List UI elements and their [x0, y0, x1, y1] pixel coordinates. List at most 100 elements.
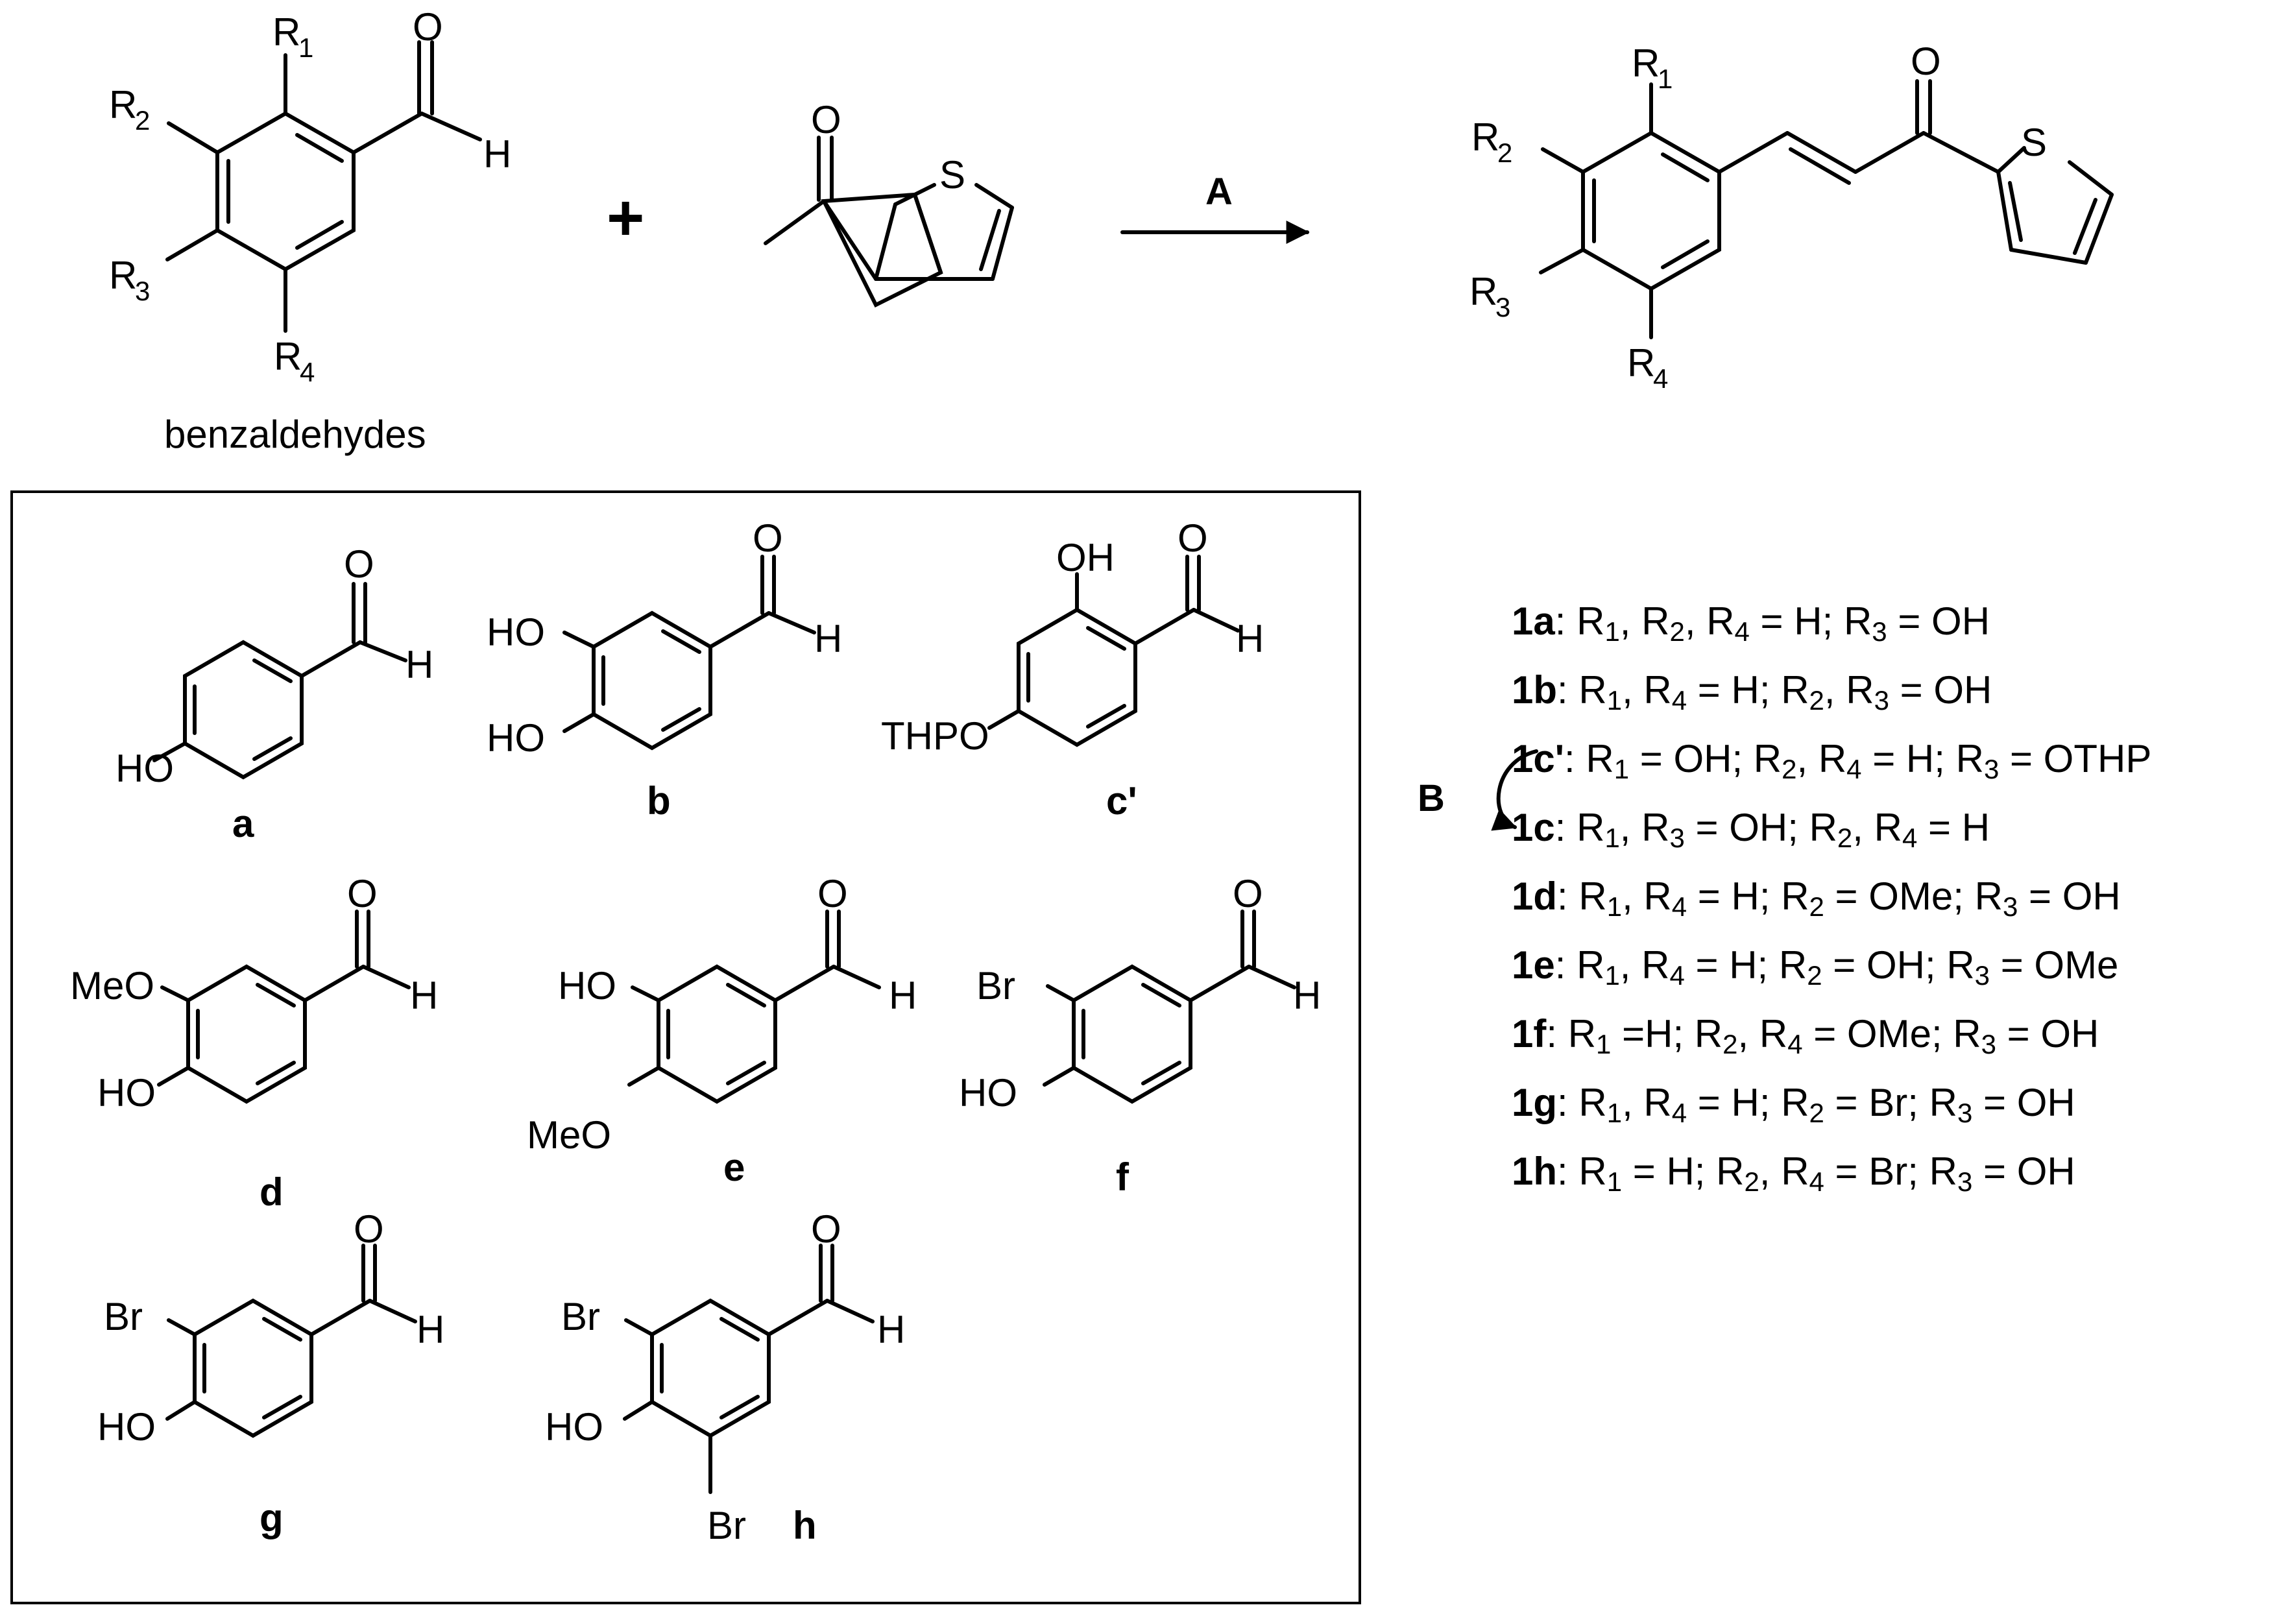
svg-text:R: R	[109, 254, 137, 297]
compound-row: 1c: R1, R3 = OH; R2, R4 = H	[1512, 793, 2151, 862]
aldehyde-f-label: f	[1116, 1155, 1130, 1199]
compound-id: 1a	[1512, 599, 1555, 643]
svg-text:R: R	[1632, 42, 1660, 85]
aldehyde-f-hydrogen: H	[1293, 974, 1321, 1017]
condition-a-label: A	[1205, 171, 1233, 213]
aldehyde-d-label: d	[260, 1170, 284, 1214]
aldehyde-e-hydrogen: H	[889, 974, 917, 1017]
compound-row: 1c': R1 = OH; R2, R4 = H; R3 = OTHP	[1512, 725, 2151, 793]
svg-text:3: 3	[135, 276, 150, 306]
aldehyde-f: O H Br HO f	[959, 872, 1321, 1199]
svg-text:R: R	[272, 10, 300, 54]
compound-row: 1h: R1 = H; R2, R4 = Br; R3 = OH	[1512, 1137, 2151, 1206]
benzaldehydes-caption: benzaldehydes	[164, 413, 426, 456]
aldehyde-d-hydrogen: H	[410, 974, 438, 1017]
svg-text:R: R	[1627, 341, 1655, 385]
deprotection-b-label: B	[1418, 777, 1445, 819]
benzaldehyde-structure: O H R1 R2 R3 R4 benzaldehydes	[109, 5, 511, 456]
aldehyde-h-group-1: Br	[561, 1295, 600, 1338]
aldehyde-b-hydrogen: H	[814, 617, 842, 660]
compound-row: 1f: R1 =H; R2, R4 = OMe; R3 = OH	[1512, 1000, 2151, 1068]
aldehyde-g-oxygen: O	[354, 1207, 384, 1251]
compound-row: 1d: R1, R4 = H; R2 = OMe; R3 = OH	[1512, 862, 2151, 931]
svg-text:R: R	[1469, 270, 1497, 313]
acetylthiophene-structure: O S	[764, 98, 1014, 308]
compound-row: 1g: R1, R4 = H; R2 = Br; R3 = OH	[1512, 1068, 2151, 1137]
compound-substitution: : R1 =H; R2, R4 = OMe; R3 = OH	[1546, 1012, 2099, 1059]
compound-id: 1c'	[1512, 737, 1565, 780]
svg-text:R: R	[109, 83, 137, 127]
product-carbonyl-oxygen: O	[1911, 40, 1941, 83]
product-substituent-r1: R1	[1632, 42, 1673, 94]
aldehyde-h-label: h	[793, 1504, 817, 1547]
aldehyde-b-group-2: HO	[487, 716, 545, 760]
compound-id: 1g	[1512, 1081, 1558, 1124]
compound-id: 1c	[1512, 806, 1555, 849]
aldehyde-d-group-2: HO	[97, 1071, 156, 1115]
compound-id: 1f	[1512, 1012, 1547, 1055]
thiophene-sulfur: S	[939, 153, 965, 197]
aldehyde-b: O H HO HO b	[487, 516, 842, 823]
svg-text:3: 3	[1495, 292, 1510, 322]
product-thiophene-sulfur: S	[2021, 121, 2047, 164]
compound-row: 1a: R1, R2, R4 = H; R3 = OH	[1512, 587, 2151, 656]
aldehyde-g-group-2: HO	[97, 1405, 156, 1449]
svg-text:1: 1	[1658, 64, 1673, 94]
aldehyde-a-hydrogen: H	[405, 643, 433, 686]
aldehyde-e-group-2: MeO	[527, 1113, 611, 1157]
aldehyde-c-prime-hydrogen: H	[1236, 617, 1264, 660]
product-substituent-r3: R3	[1469, 270, 1510, 322]
svg-text:4: 4	[1653, 363, 1668, 394]
compound-substitution: : R1, R4 = H; R2 = OMe; R3 = OH	[1557, 874, 2121, 922]
aldehyde-hydrogen: H	[483, 132, 511, 176]
chalcone-product-structure: O S R1 R2 R3 R4	[1469, 40, 2114, 394]
svg-text:2: 2	[1497, 138, 1512, 168]
aldehyde-f-group-1: Br	[976, 964, 1015, 1007]
aldehyde-h-hydrogen: H	[877, 1308, 905, 1351]
compound-id: 1b	[1512, 668, 1558, 712]
aldehyde-h-group-3: Br	[707, 1504, 746, 1547]
plus-sign: +	[607, 182, 644, 254]
aldehyde-h-group-2: HO	[545, 1405, 603, 1449]
svg-text:R: R	[274, 335, 302, 378]
aldehyde-e-oxygen: O	[817, 872, 848, 915]
svg-text:4: 4	[300, 357, 315, 387]
compound-id: 1e	[1512, 943, 1555, 987]
aldehyde-a-group-1: HO	[115, 747, 174, 790]
compound-substitution: : R1 = OH; R2, R4 = H; R3 = OTHP	[1564, 737, 2152, 784]
aldehyde-b-oxygen: O	[753, 516, 783, 560]
compound-substitution: : R1 = H; R2, R4 = Br; R3 = OH	[1557, 1150, 2075, 1197]
aldehyde-b-group-1: HO	[487, 610, 545, 654]
aldehyde-h: O H Br HO Br h	[545, 1207, 905, 1547]
aldehyde-d-group-1: MeO	[70, 964, 154, 1007]
aldehyde-c-prime-oxygen: O	[1178, 516, 1208, 560]
aldehyde-c-prime-label: c'	[1106, 779, 1137, 823]
aldehyde-oxygen: O	[413, 5, 443, 49]
aldehyde-b-label: b	[647, 779, 671, 823]
compound-row: 1b: R1, R4 = H; R2, R3 = OH	[1512, 656, 2151, 725]
aldehyde-c-prime-group-2: THPO	[881, 714, 989, 758]
substituent-r2: R2	[109, 83, 150, 136]
compound-substitution: : R1, R2, R4 = H; R3 = OH	[1554, 599, 1990, 647]
svg-text:R: R	[1471, 115, 1499, 159]
aldehydes-box	[10, 490, 1361, 1604]
aldehyde-e-label: e	[723, 1146, 745, 1189]
aldehyde-a: O H HO a	[115, 542, 433, 845]
aldehyde-h-oxygen: O	[811, 1207, 841, 1251]
product-substituent-r4: R4	[1627, 341, 1668, 394]
thiophene-carbonyl-oxygen: O	[811, 98, 841, 141]
compound-substitution: : R1, R4 = H; R2 = OH; R3 = OMe	[1554, 943, 2119, 991]
aldehyde-e-group-1: HO	[558, 964, 616, 1007]
aldehyde-e: O H HO MeO e	[527, 872, 917, 1189]
compound-substitution: : R1, R4 = H; R2 = Br; R3 = OH	[1557, 1081, 2075, 1128]
compound-row: 1e: R1, R4 = H; R2 = OH; R3 = OMe	[1512, 931, 2151, 1000]
svg-text:2: 2	[135, 105, 150, 136]
product-substituent-r2: R2	[1471, 115, 1512, 168]
aldehyde-g-label: g	[260, 1496, 284, 1539]
substituent-r3: R3	[109, 254, 150, 306]
aldehyde-g-hydrogen: H	[417, 1308, 444, 1351]
aldehyde-c-prime: O H OH THPO c'	[881, 516, 1264, 823]
aldehyde-c-prime-group-1: OH	[1056, 536, 1115, 579]
